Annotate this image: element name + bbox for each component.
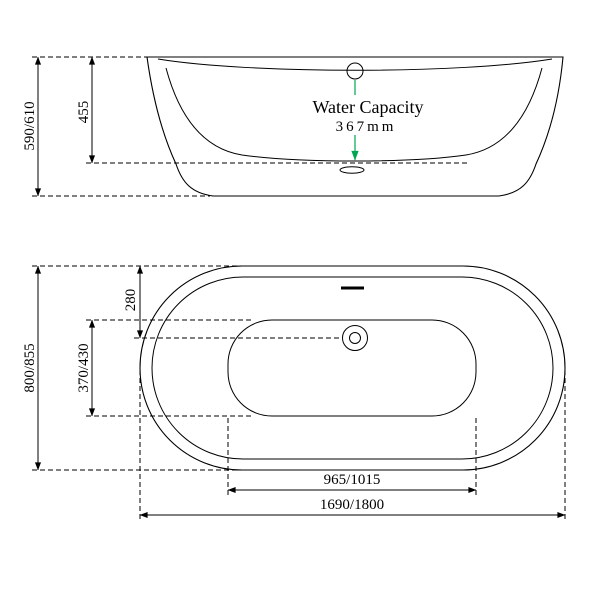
dim-label-basin-length: 965/1015 xyxy=(324,472,381,488)
dim-label-overall-length: 1690/1800 xyxy=(320,497,384,513)
overflow-hole-icon xyxy=(346,62,364,80)
dim-label-overall-height: 590/610 xyxy=(22,101,38,150)
side-view: Water Capacity 367mm 590/610 455 xyxy=(22,56,564,197)
dim-label-basin-width: 370/430 xyxy=(76,343,92,392)
plan-view: 800/855 280 370/430 965/1015 1690/1800 xyxy=(22,265,566,520)
dim-label-overall-width: 800/855 xyxy=(22,343,38,392)
tub-outer-outline xyxy=(146,56,564,197)
drain-side-profile xyxy=(339,166,365,174)
water-capacity-value: 367mm xyxy=(336,119,397,135)
water-capacity-label: Water Capacity xyxy=(313,97,424,117)
dim-label-inner-depth: 455 xyxy=(76,101,92,124)
tub-inner-wall xyxy=(165,67,543,162)
tub-rim-inner-edge xyxy=(157,58,553,71)
drain-inner-circle xyxy=(349,332,361,344)
dim-label-drain-offset: 280 xyxy=(123,289,139,312)
tub-plan-inner-rim xyxy=(151,276,554,460)
tub-plan-outer-rim xyxy=(139,265,566,471)
basin-hatched-area xyxy=(227,319,477,417)
